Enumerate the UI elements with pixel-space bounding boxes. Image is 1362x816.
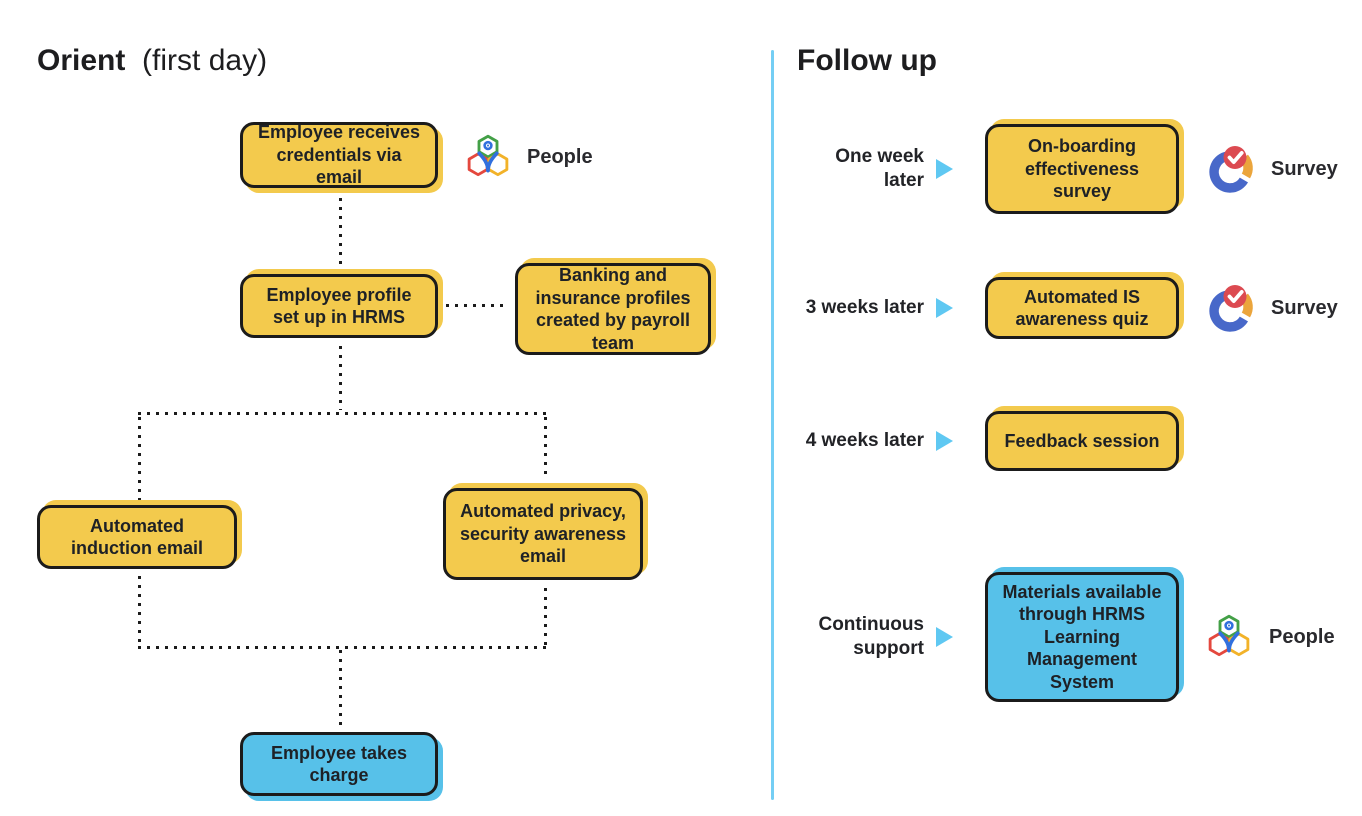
followup-when-label: 4 weeks later <box>805 430 924 452</box>
followup-row-one-week: One week later On-boarding effectiveness… <box>790 124 1350 214</box>
followup-when-label: 3 weeks later <box>805 297 924 319</box>
branch-left-vertical <box>138 417 141 501</box>
flow-box-credentials-label: Employee receives credentials via email <box>257 122 421 188</box>
survey-app-label: Survey <box>1271 296 1338 319</box>
flow-box-privacy: Automated privacy, security awareness em… <box>443 488 643 580</box>
followup-title-text: Follow up <box>797 44 937 77</box>
survey-icon <box>1203 281 1257 335</box>
survey-app-label: Survey <box>1271 157 1338 180</box>
branch-split-horizontal <box>138 412 547 415</box>
followup-box-label: Materials available through HRMS Learnin… <box>1002 581 1162 692</box>
flow-box-credentials: Employee receives credentials via email <box>240 122 438 188</box>
people-app-badge: People <box>1203 611 1335 663</box>
followup-section-title: Follow up <box>797 44 937 77</box>
followup-box-label: On-boarding effectiveness survey <box>1024 136 1140 202</box>
survey-app-badge: Survey <box>1203 281 1338 335</box>
flow-box-banking-label: Banking and insurance profiles created b… <box>535 265 691 353</box>
flow-box-takes-charge-label: Employee takes charge <box>270 742 408 786</box>
followup-when-label: One week later <box>835 146 924 191</box>
flow-box-profile: Employee profile set up in HRMS <box>240 274 438 338</box>
followup-box-feedback-session: Feedback session <box>985 411 1179 471</box>
connector-profile-to-branch <box>339 346 342 410</box>
orient-section-title: Orient (first day) <box>37 44 267 77</box>
survey-icon <box>1203 142 1257 196</box>
followup-box-label: Automated IS awareness quiz <box>1015 286 1149 330</box>
people-app-label: People <box>527 145 593 168</box>
followup-box-awareness-quiz: Automated IS awareness quiz <box>985 277 1179 339</box>
flow-box-banking: Banking and insurance profiles created b… <box>515 263 711 355</box>
followup-row-3-weeks: 3 weeks later Automated IS awareness qui… <box>790 277 1350 339</box>
followup-row-continuous-support: Continuous support Materials available t… <box>790 572 1350 702</box>
merge-horizontal <box>138 646 547 649</box>
right-triangle-marker <box>936 159 953 179</box>
followup-box-lms-materials: Materials available through HRMS Learnin… <box>985 572 1179 702</box>
connector-credentials-to-profile <box>339 198 342 268</box>
merge-left-vertical <box>138 576 141 646</box>
flow-box-takes-charge: Employee takes charge <box>240 732 438 796</box>
right-triangle-marker <box>936 431 953 451</box>
branch-right-vertical <box>544 417 547 479</box>
right-triangle-marker <box>936 627 953 647</box>
connector-profile-to-banking <box>446 304 508 307</box>
section-divider <box>771 50 774 800</box>
people-icon <box>1203 611 1255 663</box>
survey-app-badge: Survey <box>1203 142 1338 196</box>
people-icon <box>462 131 514 183</box>
flow-box-induction-label: Automated induction email <box>70 515 203 559</box>
orient-title-suffix: (first day) <box>142 44 268 77</box>
followup-box-effectiveness-survey: On-boarding effectiveness survey <box>985 124 1179 214</box>
right-triangle-marker <box>936 298 953 318</box>
followup-row-4-weeks: 4 weeks later Feedback session <box>790 411 1350 471</box>
followup-when-label: Continuous support <box>818 614 924 659</box>
orient-title-bold: Orient <box>37 44 126 77</box>
merge-right-vertical <box>544 588 547 646</box>
flow-box-privacy-label: Automated privacy, security awareness em… <box>459 501 627 567</box>
followup-box-label: Feedback session <box>1004 430 1160 451</box>
flow-box-profile-label: Employee profile set up in HRMS <box>266 284 412 328</box>
connector-merge-to-takes-charge <box>339 650 342 728</box>
people-app-label: People <box>1269 625 1335 648</box>
people-app-badge: People <box>462 130 593 184</box>
flow-box-induction: Automated induction email <box>37 505 237 569</box>
